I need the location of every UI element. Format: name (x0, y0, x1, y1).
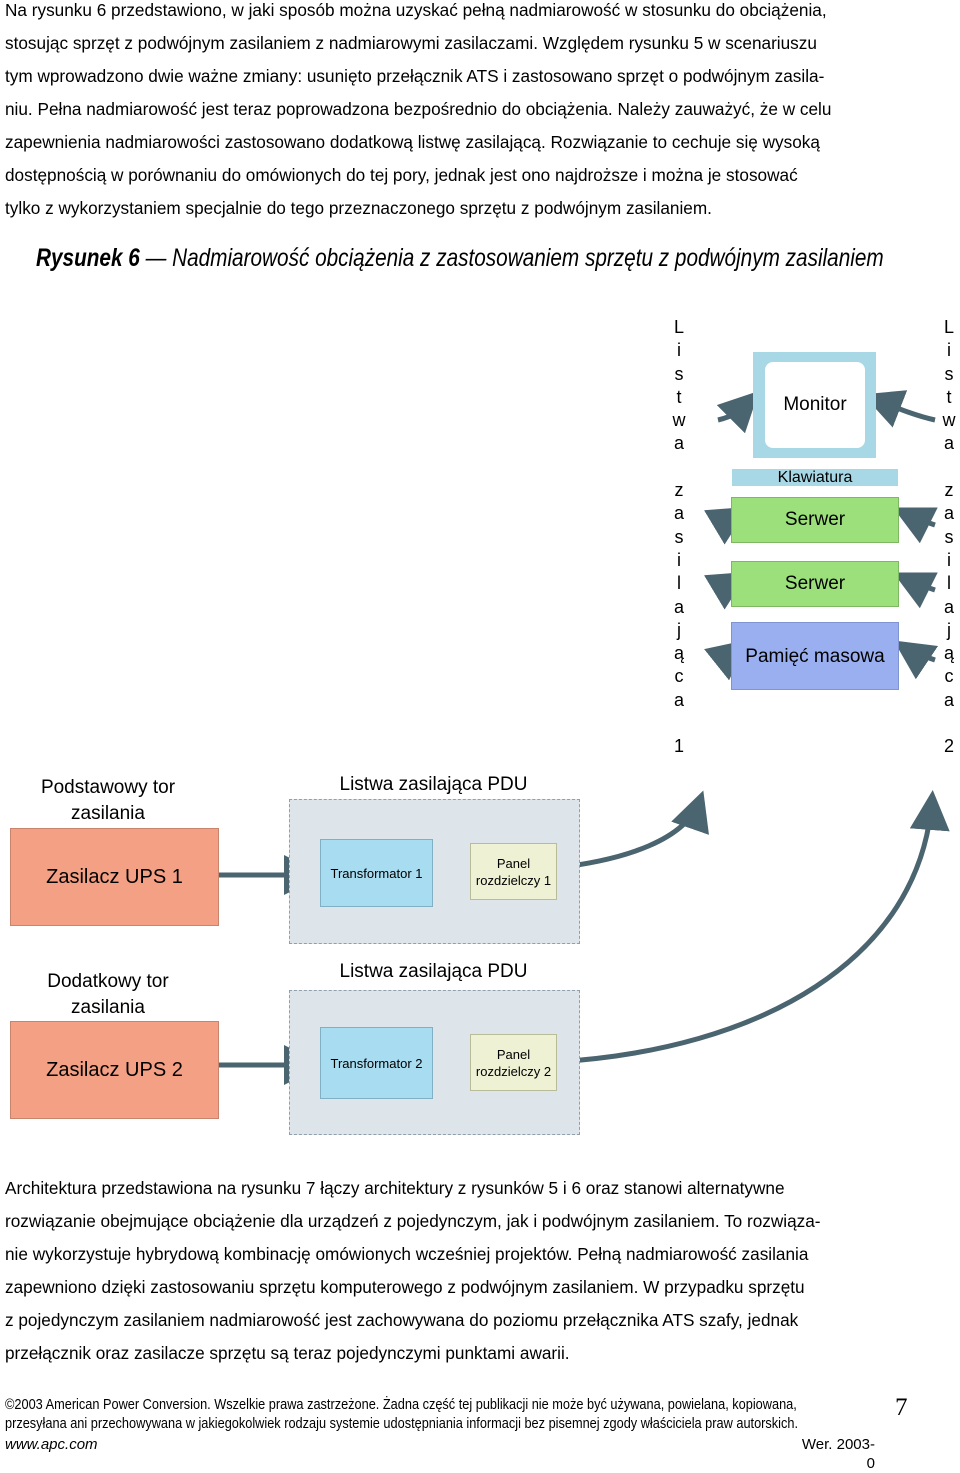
strip-letter: a (673, 689, 684, 710)
strip-letter: z (674, 480, 684, 501)
text-line: zapewniono dzięki zastosowaniu sprzętu k… (5, 1277, 805, 1297)
ups-2: Zasilacz UPS 2 (10, 1021, 219, 1119)
strip-letter: a (673, 596, 684, 617)
footer: ©2003 American Power Conversion. Wszelki… (5, 1395, 885, 1433)
arrow-strip2-to-storage (893, 640, 939, 680)
strip-letter: i (677, 340, 681, 361)
strip-letter: l (947, 573, 951, 594)
text-line: tylko z wykorzystaniem specjalnie do teg… (5, 198, 712, 218)
strip-letter: c (944, 666, 954, 687)
strip-letter (668, 712, 690, 735)
strip-letter: a (673, 503, 684, 524)
copyright-line: ©2003 American Power Conversion. Wszelki… (5, 1396, 797, 1413)
text-line: z pojedynczym zasilaniem nadmiarowość je… (5, 1310, 799, 1330)
arrow-strip2-to-monitor (862, 390, 936, 428)
strip-letter: s (674, 363, 684, 384)
strip-letter: j (947, 619, 951, 640)
strip-letter: L (943, 317, 954, 337)
strip-letter: c (674, 666, 684, 687)
figure-caption: Nadmiarowość obciążenia z zastosowaniem … (172, 244, 884, 272)
strip-letter: i (677, 549, 681, 570)
strip-letter: t (946, 386, 952, 407)
strip-letter: a (943, 433, 954, 454)
page-number: 7 (895, 1394, 908, 1421)
figure-dash: — (145, 244, 167, 272)
strip-2-label: L i s t w a z a s i l a j ą c a 2 (938, 316, 960, 759)
text-line: Architektura przedstawiona na rysunku 7 … (5, 1178, 785, 1198)
panel-1: Panel rozdzielczy 1 (470, 843, 557, 900)
footer-url[interactable]: www.apc.com (5, 1436, 98, 1453)
primary-path-label: Podstawowy tor zasilania (40, 777, 176, 824)
strip-letter: ą (943, 643, 954, 664)
strip-letter: s (674, 526, 684, 547)
text-line: niu. Pełna nadmiarowość jest teraz popro… (5, 99, 832, 119)
keyboard: Klawiatura (732, 469, 898, 486)
strip-letter: s (944, 526, 954, 547)
text-line: tym wprowadzono dwie ważne zmiany: usuni… (5, 66, 825, 86)
figure-label: Rysunek 6 (36, 244, 140, 272)
arrow-strip2-to-server1 (893, 507, 938, 544)
strip-letter: a (673, 433, 684, 454)
version: Wer. 2003-0 (801, 1436, 875, 1472)
strip-letter: 2 (943, 736, 954, 757)
strip-letter: w (942, 410, 956, 431)
strip-letter: L (673, 317, 684, 337)
strip-letter: t (676, 386, 682, 407)
pdu-2-label: Listwa zasilająca PDU (339, 961, 528, 982)
transformer-2: Transformator 2 (320, 1027, 433, 1099)
strip-letter: a (943, 503, 954, 524)
text-line: rozwiązanie obejmujące obciążenie dla ur… (5, 1211, 821, 1231)
strip-1-label: L i s t w a z a s i l a j ą c a 1 (668, 316, 690, 759)
strip-letter: i (947, 340, 951, 361)
text-line: stosując sprzęt z podwójnym zasilaniem z… (5, 33, 817, 53)
strip-letter: z (944, 480, 954, 501)
strip-letter: 1 (673, 736, 684, 757)
strip-letter: i (947, 549, 951, 570)
arrow-strip1-to-monitor (716, 390, 760, 434)
ups-1: Zasilacz UPS 1 (10, 828, 219, 926)
text-line: zapewnienia nadmiarowości zastosowano do… (5, 132, 820, 152)
text-line: Na rysunku 6 przedstawiono, w jaki sposó… (5, 0, 827, 20)
strip-letter (668, 456, 690, 479)
text-line: nie wykorzystuje hybrydową kombinację om… (5, 1244, 809, 1264)
strip-letter: s (944, 363, 954, 384)
strip-letter: a (943, 596, 954, 617)
secondary-path-label: Dodatkowy tor zasilania (47, 971, 169, 1018)
strip-letter: w (672, 410, 686, 431)
strip-letter (938, 712, 960, 735)
server-2: Serwer (731, 561, 899, 607)
intro-paragraph: Na rysunku 6 przedstawiono, w jaki sposó… (5, 0, 955, 225)
strip-letter: ą (673, 643, 684, 664)
copyright-line: przesyłana ani przechowywana w jakiegoko… (5, 1415, 799, 1432)
monitor: Monitor (765, 362, 865, 448)
strip-letter: a (943, 689, 954, 710)
arrow-panel2-to-strip2 (554, 790, 950, 1065)
strip-letter: j (677, 619, 681, 640)
mass-storage: Pamięć masowa (731, 622, 899, 690)
figure-title: Rysunek 6 — Nadmiarowość obciążenia z za… (36, 244, 884, 273)
strip-letter: l (677, 573, 681, 594)
strip-letter (938, 456, 960, 479)
pdu-1-label: Listwa zasilająca PDU (339, 774, 528, 795)
panel-2: Panel rozdzielczy 2 (470, 1034, 557, 1091)
text-line: przełącznik oraz zasilacze sprzętu są te… (5, 1343, 570, 1363)
body-paragraph: Architektura przedstawiona na rysunku 7 … (5, 1172, 955, 1370)
transformer-1: Transformator 1 (320, 839, 433, 907)
arrow-strip2-to-server2 (893, 572, 938, 609)
server-1: Serwer (731, 497, 899, 543)
text-line: dostępnością w porównaniu do omówionych … (5, 165, 798, 185)
